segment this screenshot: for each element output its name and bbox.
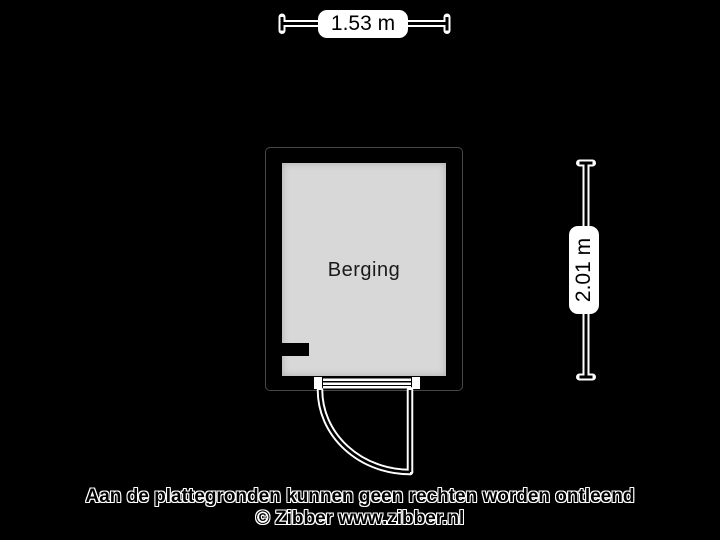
door-threshold (323, 377, 411, 389)
door-swing-stroke (318, 389, 412, 474)
right-dimension-value: 2.01 m (572, 237, 596, 303)
room-name-label: Berging (327, 259, 401, 281)
door-swing-arc (318, 389, 411, 474)
right-dimension-label: 2.01 m (569, 226, 599, 314)
top-dimension-label: 1.53 m (318, 10, 408, 38)
door-jamb-right (411, 376, 421, 390)
door-swing (316, 386, 414, 476)
footer-disclaimer: Aan de plattegronden kunnen geen rechten… (85, 486, 635, 507)
top-dimension-value: 1.53 m (330, 12, 396, 35)
footer-copyright: © Zibber www.zibber.nl (255, 508, 465, 529)
room-floor: Berging (282, 163, 446, 376)
wall-stub (282, 343, 309, 356)
footer: Aan de plattegronden kunnen geen rechten… (0, 486, 720, 530)
